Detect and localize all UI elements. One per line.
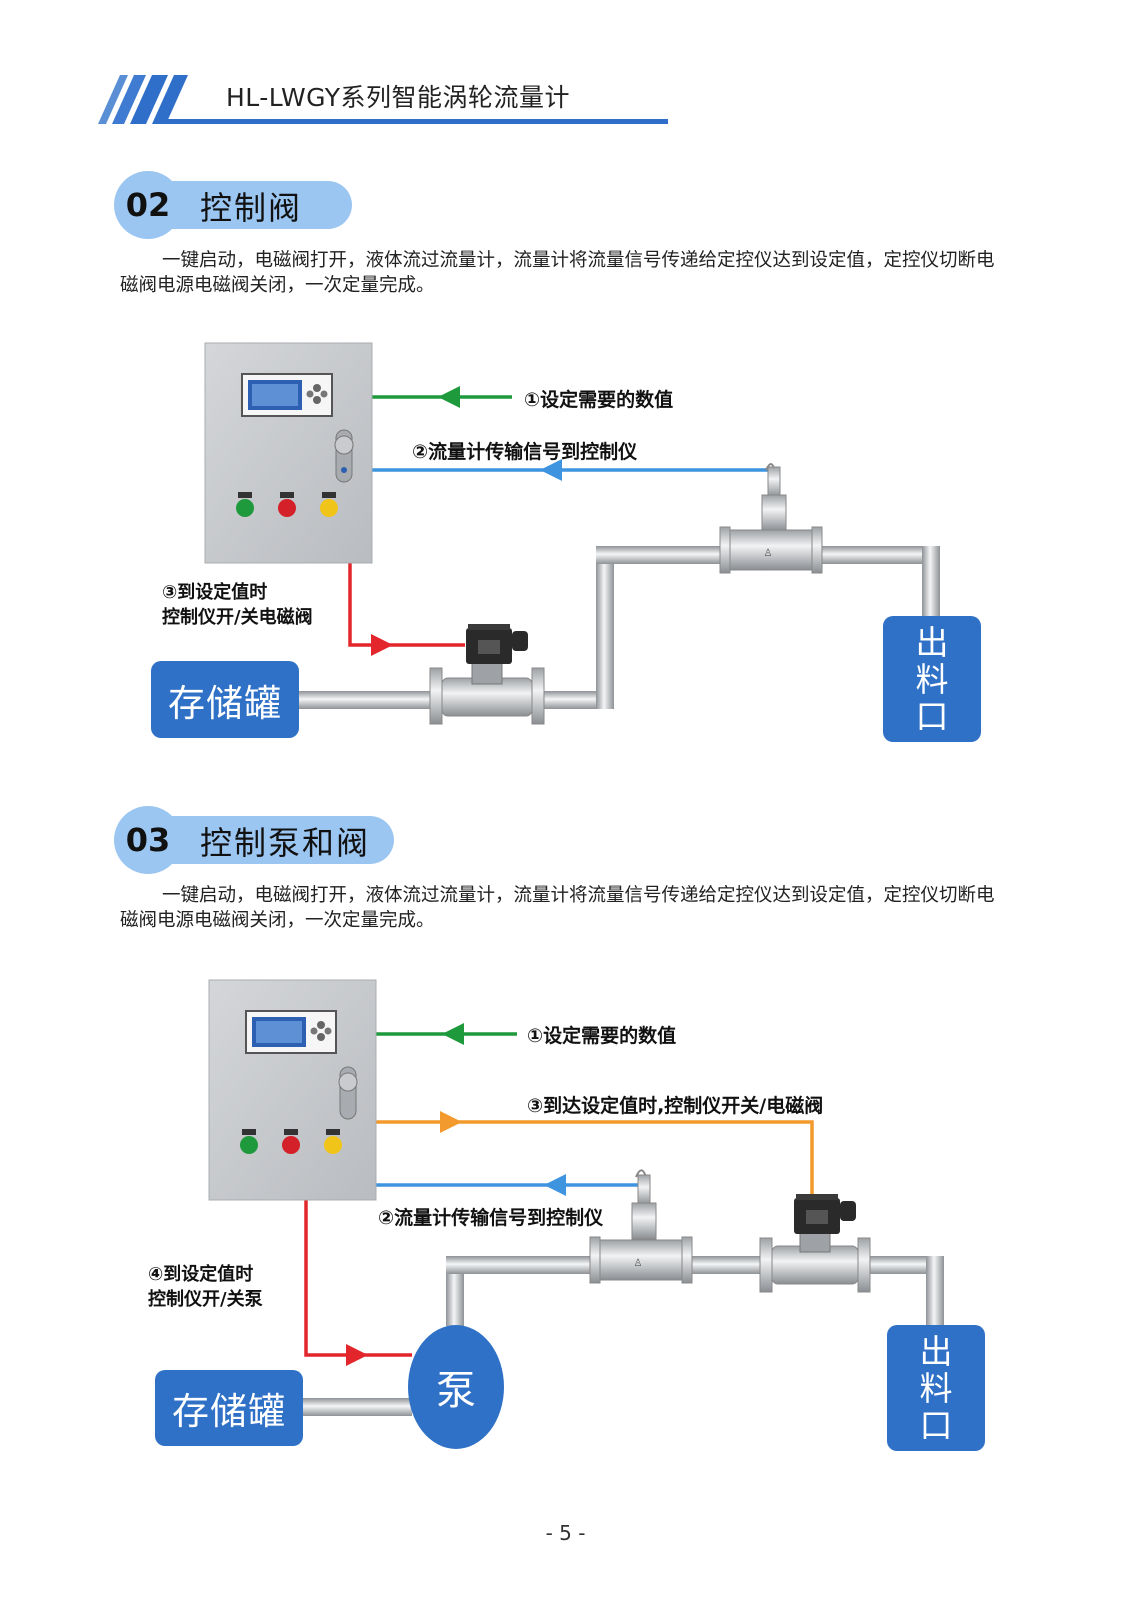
svg-text:♙: ♙ [764, 548, 773, 559]
diagram-label-set-value: ①设定需要的数值 [524, 389, 674, 411]
turbine-flowmeter: ♙ [719, 463, 823, 574]
pipe [300, 1398, 412, 1416]
signal-line-red [304, 1200, 412, 1357]
arrow-icon [544, 1174, 566, 1196]
outlet-char: 出 [919, 1331, 953, 1371]
control-cabinet [204, 342, 373, 564]
header-stripes [98, 75, 668, 124]
solenoid-valve [759, 1194, 871, 1293]
storage-tank: 存储罐 [155, 1370, 303, 1446]
outlet-char: 口 [915, 696, 949, 736]
label-line: 控制仪开/关电磁阀 [162, 607, 313, 628]
arrow-icon [371, 634, 393, 656]
arrow-icon [346, 1344, 368, 1366]
outlet-char: 料 [915, 659, 949, 699]
diagram1: ♙ [204, 342, 940, 725]
arrow-icon [438, 386, 460, 408]
turbine-flowmeter: ♙ [589, 1169, 693, 1284]
outlet-char: 口 [919, 1405, 953, 1445]
arrow-icon [540, 459, 562, 481]
solenoid-valve [429, 624, 545, 725]
section-paragraph: 一键启动，电磁阀打开，液体流过流量计，流量计将流量信号传递给定控仪达到设定值，定… [120, 885, 995, 931]
section-paragraph: 一键启动，电磁阀打开，液体流过流量计，流量计将流量信号传递给定控仪达到设定值，定… [120, 250, 995, 296]
label-line: 控制仪开/关泵 [148, 1289, 263, 1310]
signal-line-red [348, 562, 465, 647]
section-number: 03 [114, 806, 182, 874]
diagram-label-pump-control: ④到设定值时 控制仪开/关泵 [148, 1262, 263, 1312]
diagram-label-valve-switch: ③到达设定值时,控制仪开关/电磁阀 [527, 1095, 824, 1117]
pipe [922, 546, 940, 616]
section-title: 控制阀 [200, 189, 303, 227]
diagram-label-flowmeter-signal: ②流量计传输信号到控制仪 [378, 1207, 604, 1229]
outlet-char: 出 [915, 622, 949, 662]
diagram2: ♙ [208, 979, 944, 1416]
page-number: - 5 - [545, 1521, 586, 1545]
signal-line-orange [376, 1120, 814, 1196]
outlet: 出 料 口 [883, 616, 981, 742]
section-number: 02 [114, 171, 182, 239]
control-cabinet [208, 979, 377, 1201]
diagram-label-flowmeter-signal: ②流量计传输信号到控制仪 [412, 441, 638, 463]
pipe [926, 1256, 944, 1326]
arrow-icon [440, 1111, 462, 1133]
section-title: 控制泵和阀 [200, 824, 371, 862]
storage-tank: 存储罐 [151, 661, 299, 738]
document-title: HL-LWGY系列智能涡轮流量计 [226, 83, 571, 112]
diagram-label-valve-control: ③到设定值时 控制仪开/关电磁阀 [162, 580, 313, 630]
outlet: 出 料 口 [887, 1325, 985, 1451]
pump: 泵 [408, 1325, 504, 1449]
diagram-label-set-value: ①设定需要的数值 [527, 1025, 677, 1047]
outlet-char: 料 [919, 1368, 953, 1408]
pipe [596, 550, 614, 709]
label-line: ④到设定值时 [148, 1264, 254, 1285]
arrow-icon [442, 1023, 464, 1045]
label-line: ③到设定值时 [162, 582, 268, 603]
svg-text:♙: ♙ [634, 1258, 643, 1269]
